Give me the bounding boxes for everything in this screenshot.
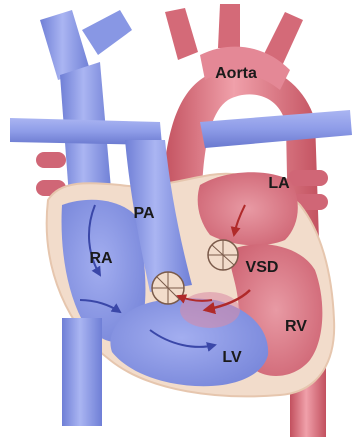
label-rv: RV: [285, 318, 307, 335]
label-la: LA: [268, 175, 290, 192]
label-lv: LV: [222, 349, 242, 366]
label-pa: PA: [133, 205, 154, 222]
label-aorta: Aorta: [215, 65, 257, 82]
label-vsd: VSD: [246, 259, 279, 276]
aortic-valve: [208, 240, 238, 270]
inferior-vena-cava: [62, 318, 102, 426]
pulmonary-valve: [152, 272, 184, 304]
label-ra: RA: [89, 250, 113, 267]
